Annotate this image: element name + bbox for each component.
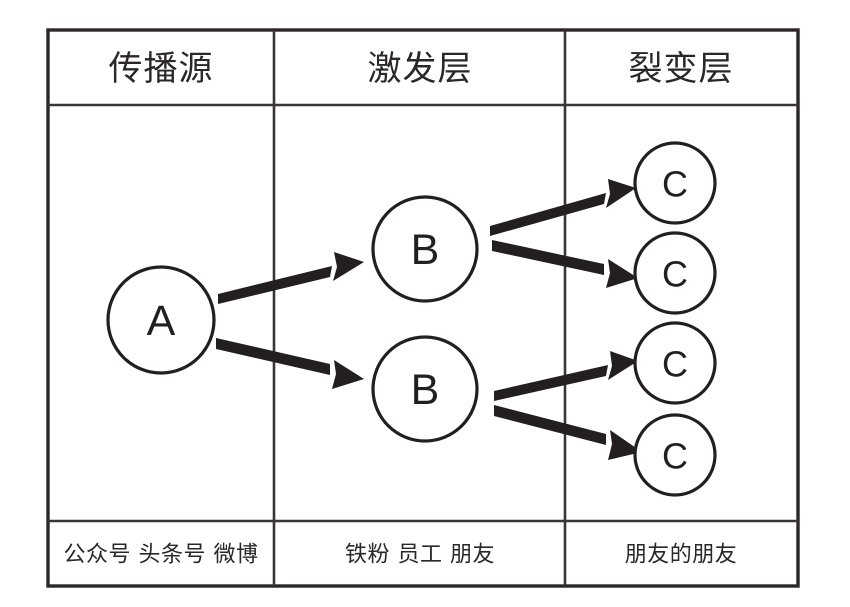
column-header-source: 传播源 bbox=[109, 49, 214, 89]
node-c-2-label: C bbox=[662, 254, 688, 295]
node-a-circle bbox=[106, 265, 216, 375]
node-c-1-circle bbox=[633, 141, 717, 225]
node-b-upper-circle bbox=[371, 195, 479, 303]
column-header-fission: 裂变层 bbox=[629, 49, 734, 89]
node-b-upper[interactable]: B bbox=[371, 195, 479, 303]
column-footer-fission: 朋友的朋友 bbox=[625, 543, 738, 568]
node-c-1[interactable]: C bbox=[633, 141, 717, 225]
node-c-1-label: C bbox=[662, 164, 688, 205]
arrow-a-to-b-upper bbox=[218, 252, 364, 304]
node-c-3-label: C bbox=[662, 344, 688, 385]
node-b-upper-label: B bbox=[411, 226, 440, 274]
arrow-b-upper-to-c2 bbox=[492, 240, 638, 288]
node-c-3[interactable]: C bbox=[633, 321, 717, 405]
column-header-trigger: 激发层 bbox=[368, 49, 473, 89]
node-a-label: A bbox=[147, 297, 176, 345]
node-b-lower-label: B bbox=[411, 366, 440, 414]
node-b-lower[interactable]: B bbox=[371, 335, 479, 443]
diagram-outer-frame bbox=[46, 28, 800, 588]
column-footer-source: 公众号 头条号 微博 bbox=[64, 543, 259, 568]
arrow-a-to-b-lower bbox=[216, 338, 364, 389]
arrow-b-upper-to-c1 bbox=[490, 179, 636, 236]
node-c-3-circle bbox=[633, 321, 717, 405]
node-c-4-label: C bbox=[662, 436, 688, 477]
node-b-lower-circle bbox=[371, 335, 479, 443]
node-a[interactable]: A bbox=[106, 265, 216, 375]
node-c-2[interactable]: C bbox=[633, 231, 717, 315]
node-c-4-circle bbox=[633, 413, 717, 497]
node-c-2-circle bbox=[633, 231, 717, 315]
arrow-b-lower-to-c3 bbox=[494, 351, 638, 401]
node-c-4[interactable]: C bbox=[633, 413, 717, 497]
column-footer-trigger: 铁粉 员工 朋友 bbox=[345, 543, 495, 568]
arrow-b-lower-to-c4 bbox=[494, 405, 642, 460]
